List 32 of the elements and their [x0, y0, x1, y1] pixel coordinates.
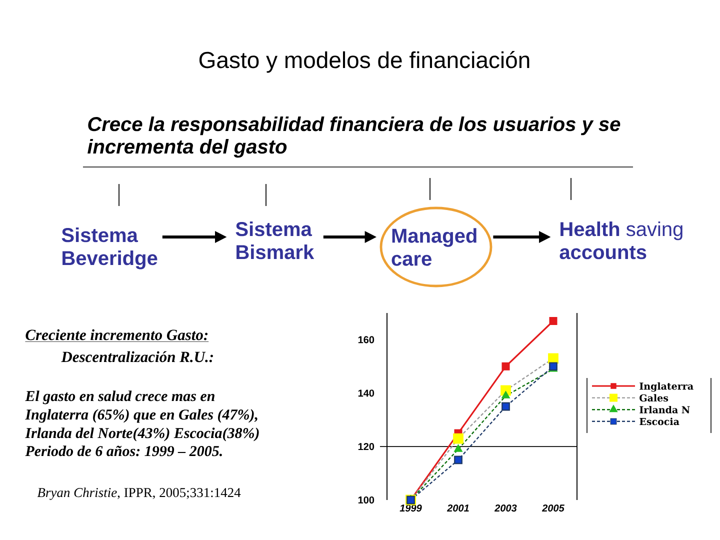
flow-label: Sistema Bismark — [236, 222, 314, 260]
note: Periodo de 6 años: 1999 – 2005. — [25, 446, 222, 456]
title: Gasto y modelos de financiación — [199, 51, 530, 73]
flow-label: Sistema Beveridge — [62, 228, 158, 270]
subtitle: Crece la responsabilidad financiera de los usuarios y se incrementa del gasto — [88, 116, 620, 158]
point — [502, 362, 510, 370]
x-tick-label: 2001 — [446, 504, 469, 512]
y-tick-label: 120 — [358, 443, 374, 450]
subheading: Descentralización R.U.: — [61, 351, 213, 362]
citation: Bryan Christie, IPPR, 2005;331:1424 — [37, 488, 241, 500]
x-tick-label: 1999 — [400, 504, 422, 512]
heading: Creciente incremento Gasto: — [25, 329, 209, 342]
legend-label: Irlanda N — [640, 406, 690, 414]
y-tick-label: 100 — [358, 496, 374, 504]
point — [502, 402, 510, 411]
legend-label: Gales — [640, 394, 668, 402]
legend-label: Escocia — [640, 418, 680, 426]
flow-label: Health saving accounts — [560, 222, 682, 260]
point — [453, 433, 464, 444]
legend-label: Inglaterra — [640, 382, 694, 392]
point — [549, 362, 558, 371]
y-tick-label: 160 — [358, 336, 374, 344]
x-tick-label: 2005 — [542, 504, 564, 512]
point — [548, 353, 558, 364]
point — [454, 456, 462, 464]
paragraph: El gasto en salud crece mas en Inglaterra (65%) que en Gales (47%), Irlanda del Norte(43%) Escocia(38%) — [25, 390, 259, 442]
ellipse-node: Managed care — [380, 206, 492, 288]
point — [454, 444, 462, 452]
point — [549, 317, 558, 326]
x-tick-label: 2003 — [494, 504, 517, 512]
point — [502, 391, 510, 398]
y-tick-label: 140 — [358, 390, 374, 397]
